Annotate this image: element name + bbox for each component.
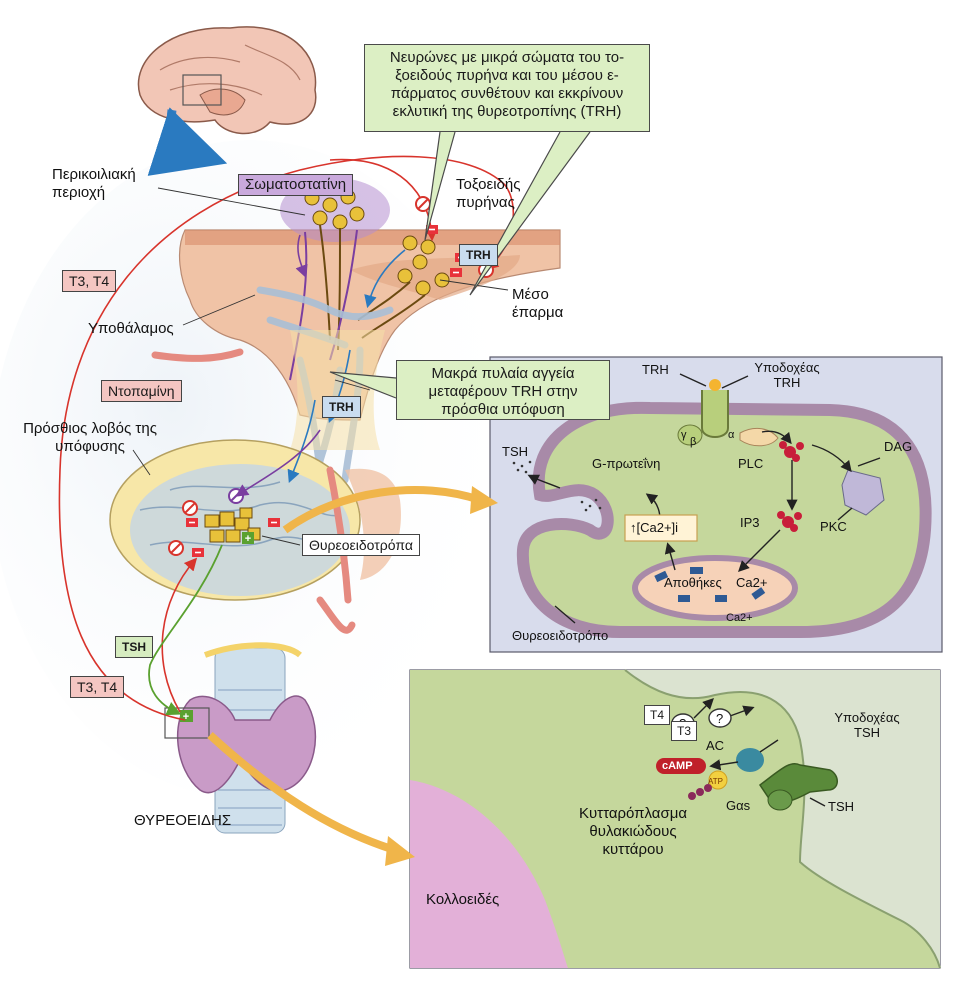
zoom-arrow-cell — [282, 486, 482, 534]
cell-dag: DAG — [884, 439, 913, 454]
feedback-loop-line — [58, 155, 515, 721]
label-paraventricular: Περικοιλιακή περιοχή — [52, 166, 136, 201]
svg-text:+: + — [245, 533, 251, 545]
svg-text:+: + — [183, 711, 189, 723]
tag-t3t4-left: T3, T4 — [62, 270, 117, 292]
tag-thyrotrophs: Θυρεοειδοτρόπα — [302, 534, 420, 556]
label-median-eminence: Μέσο έπαρμα — [512, 286, 564, 321]
cell-receptor-label: Υποδοχέας TRH — [754, 360, 820, 390]
cell-ca: Ca2+ — [736, 575, 768, 590]
thy-cytoplasm: Κυτταρόπλασμα θυλακιώδους κυττάρου — [578, 805, 688, 858]
tag-trh-top: TRH — [459, 244, 498, 266]
thy-question-2: ? — [716, 711, 724, 726]
note-portal: Μακρά πυλαία αγγεία μεταφέρουν TRH στην … — [396, 360, 610, 420]
cell-gamma: γ — [681, 429, 687, 441]
cell-alpha: α — [728, 429, 735, 441]
arcuate-neurons — [397, 235, 450, 296]
label-thyroid: ΘΥΡΕΟΕΙΔΗΣ — [134, 812, 232, 829]
tag-tsh: TSH — [115, 636, 153, 658]
thyrotroph-cluster — [204, 507, 261, 543]
zoom-arrow-cell-head — [470, 486, 498, 514]
tag-dopamine: Ντοπαμίνη — [101, 380, 182, 402]
thy-g-as: Gαs — [726, 798, 751, 813]
thy-atp: ATP — [708, 777, 723, 786]
note-neurons: Νευρώνες με μικρά σώματα του το-ξοειδούς… — [364, 44, 650, 132]
cell-plc: PLC — [738, 456, 764, 471]
label-hypothalamus: Υποθάλαμος — [88, 320, 174, 337]
thy-ac: AC — [706, 738, 725, 753]
cell-ca-i: ↑[Ca2+]i — [630, 520, 679, 535]
cell-pkc: PKC — [820, 519, 847, 534]
note-neurons-pointer — [424, 131, 456, 241]
thyroid-zoom-box — [164, 707, 210, 739]
thy-receptor-label: Υποδοχέας TSH — [834, 710, 900, 740]
tsh-pathway-arrow — [148, 544, 223, 716]
cell-trh: TRH — [642, 362, 669, 377]
leader-lines — [132, 187, 509, 546]
somatostatin-arrows — [235, 234, 321, 497]
cell-tsh: TSH — [502, 444, 528, 459]
brain-icon — [137, 26, 317, 135]
label-anterior-pituitary: Πρόσθιος λοβός της υπόφυσης — [23, 420, 157, 455]
cell-beta: β — [690, 436, 697, 448]
zoom-arrow — [147, 107, 228, 176]
thy-t4: T4 — [644, 705, 671, 725]
note-portal-pointer — [329, 371, 397, 399]
tag-t3t4-lower: T3, T4 — [70, 676, 125, 698]
zoom-arrow-thyroid — [207, 732, 397, 854]
cell-ca-small: Ca2+ — [726, 612, 753, 624]
cell-stores: Αποθήκες — [664, 575, 722, 590]
tag-trh-mid: TRH — [322, 396, 361, 418]
thy-colloid: Κολλοειδές — [426, 891, 500, 908]
cell-ip3: IP3 — [740, 515, 760, 530]
thy-tsh: TSH — [828, 799, 854, 814]
feedback-to-pituitary — [161, 557, 198, 713]
thy-camp: cAMP — [662, 760, 693, 772]
zoom-arrow-thyroid-head — [385, 836, 415, 866]
plus-badge-thyrotroph — [242, 532, 254, 544]
pituitary-stalk — [290, 330, 385, 450]
tag-somatostatin: Σωματοστατίνη — [238, 174, 354, 196]
thyroid-cell-panel — [409, 669, 941, 969]
label-arcuate: Τοξοειδής πυρήνας — [456, 176, 521, 211]
note-neurons-pointer-2 — [469, 131, 591, 296]
thy-t3: T3 — [671, 721, 698, 741]
cell-name: Θυρεοειδοτρόπο — [512, 628, 609, 643]
cell-g-protein: G-πρωτεΐνη — [592, 456, 661, 471]
